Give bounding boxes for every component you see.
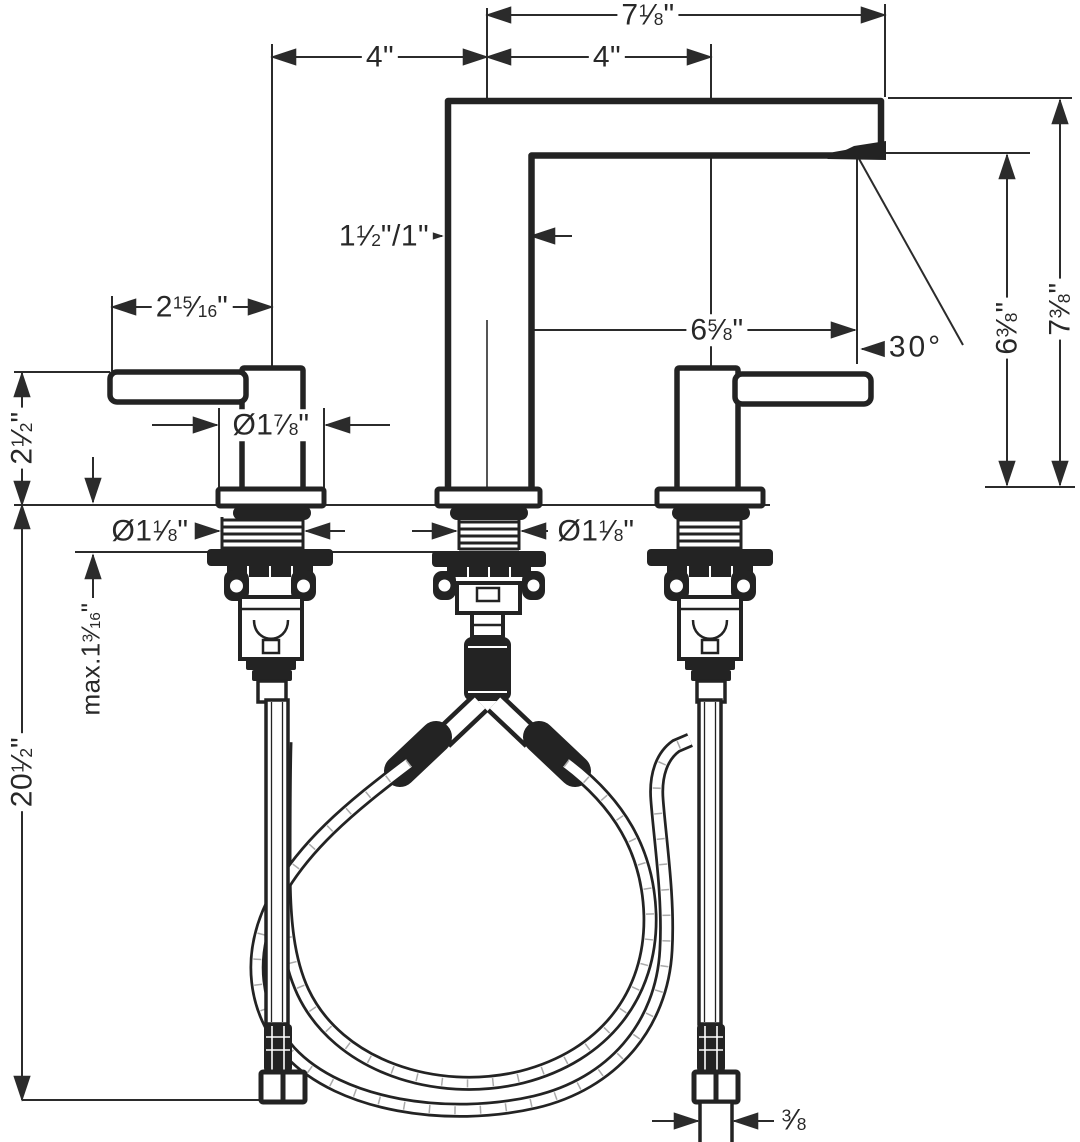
- dim-label-outlet-offset: 65⁄8": [686, 314, 748, 346]
- flexible-hoses: [249, 733, 693, 1118]
- dim-label-handle-length: 215⁄16": [151, 291, 233, 323]
- threaded-shanks: [220, 512, 743, 551]
- right-supply-stub: [698, 1100, 734, 1142]
- spout-body: [444, 97, 885, 495]
- left-valve-body: [238, 595, 304, 661]
- dim-label-riser-width: 11⁄2"/1": [334, 220, 434, 252]
- dim-label-outlet-height: 63⁄8": [990, 297, 1023, 359]
- dim-label-max-deck-thickness: max.13⁄16": [75, 598, 105, 720]
- supply-tubes: [258, 698, 741, 1142]
- right-handle-post: [674, 365, 741, 494]
- dim-label-spacing-right: 4": [588, 41, 626, 73]
- left-handle-lever: [107, 369, 249, 405]
- dim-label-escutcheon-dia: Ø17⁄8": [228, 409, 314, 441]
- angle-leader-line: [857, 156, 964, 346]
- right-valve-body: [677, 595, 743, 661]
- aerator-tip: [827, 141, 886, 160]
- dim-label-overall-height: 73⁄8": [1043, 278, 1076, 340]
- escutcheons: [215, 486, 766, 520]
- tee-coupler: [384, 637, 591, 787]
- spout-shank-body: [455, 581, 522, 639]
- dim-label-outlet-angle: 30°: [884, 331, 948, 363]
- dim-label-handle-shank-dia: Ø11⁄8": [107, 515, 193, 547]
- dim-label-spout-shank-dia: Ø11⁄8": [553, 515, 639, 547]
- right-handle-lever: [732, 371, 874, 407]
- dim-label-supply-size: 3⁄8: [777, 1104, 811, 1136]
- dim-label-spacing-left: 4": [361, 41, 399, 73]
- mounting-hardware: [207, 549, 773, 601]
- dim-label-hose-depth: 201⁄2": [5, 732, 38, 812]
- dim-label-handle-height: 21⁄2": [5, 407, 38, 469]
- dim-label-spout-reach: 71⁄8": [617, 0, 679, 31]
